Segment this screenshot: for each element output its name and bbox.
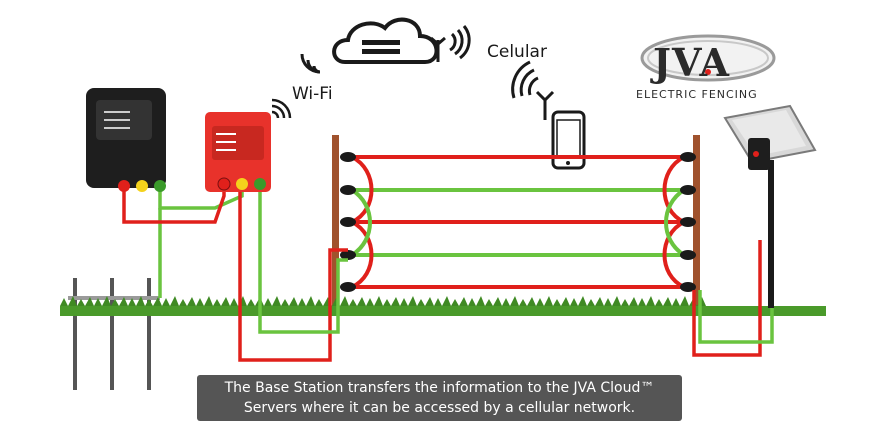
wifi-label: Wi-Fi <box>292 84 333 104</box>
caption-line-1: The Base Station transfers the informati… <box>224 380 655 396</box>
base-station-wifi-icon <box>271 98 292 119</box>
caption-line-2: Servers where it can be accessed by a ce… <box>243 400 636 416</box>
base-station-unit <box>205 112 271 192</box>
insulators <box>340 152 696 292</box>
connection-wires <box>122 186 774 362</box>
cloud-icon <box>332 17 439 64</box>
logo-tagline: ELECTRIC FENCING <box>636 88 758 101</box>
grass <box>60 296 826 316</box>
cloud-antenna-icon <box>430 25 471 62</box>
solar-monitor-unit <box>723 104 817 308</box>
fence-post-right <box>693 135 700 310</box>
smartphone-icon <box>551 110 586 170</box>
jva-logo <box>640 34 776 82</box>
caption-box: The Base Station transfers the informati… <box>197 375 682 421</box>
earth-rods <box>68 278 160 390</box>
energizer-unit <box>86 88 166 192</box>
logo-brand: JVA <box>653 40 730 85</box>
fence-wires <box>348 155 688 289</box>
wifi-signal-icon <box>300 53 321 74</box>
cell-tower-icon <box>511 60 555 120</box>
celular-label: Celular <box>487 42 547 62</box>
fence-post-left <box>332 135 339 310</box>
